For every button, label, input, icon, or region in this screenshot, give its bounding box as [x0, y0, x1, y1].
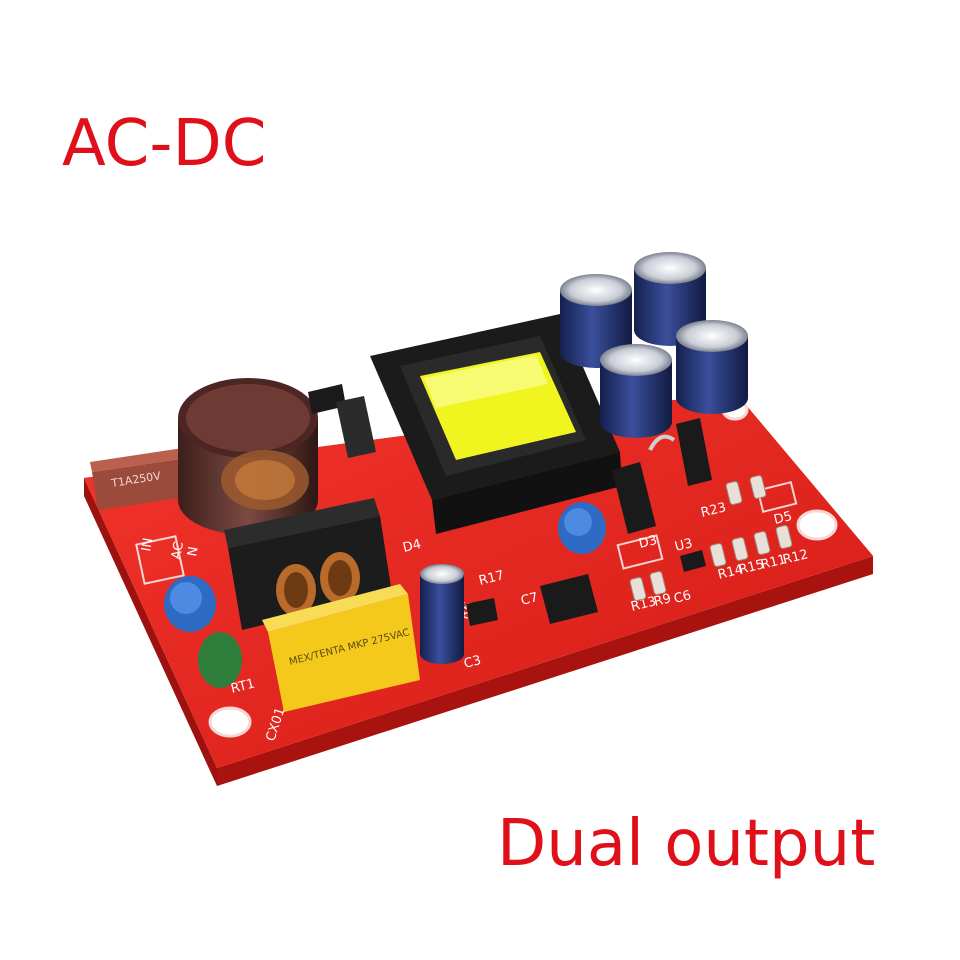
label-d4: D4: [401, 537, 422, 556]
x-capacitor: MEX/TENTA MKP 275VAC: [262, 584, 420, 712]
silkscreen-lines: [135, 481, 798, 585]
smd-resistors: [629, 475, 793, 601]
output-capacitors: [420, 252, 748, 664]
label-rt1: RT1: [229, 676, 256, 696]
label-in: IN: [139, 537, 156, 553]
label-r14: R14: [716, 562, 744, 583]
bulk-capacitor: [178, 378, 318, 535]
label-n: N: [185, 546, 201, 558]
pcb-side-left: [84, 478, 217, 786]
label-r12: R12: [781, 547, 809, 568]
label-c3: C3: [462, 653, 482, 672]
smd-components: [308, 384, 706, 626]
label-r23: R23: [699, 500, 727, 521]
label-r11: R11: [759, 552, 787, 573]
label-ac: AC: [169, 541, 187, 561]
label-d5: D5: [772, 509, 793, 528]
diodes: [612, 418, 712, 534]
label-r9: R9: [652, 591, 672, 610]
silk-labels: IN AC N RT1 CX01 C3 C7 R17 R13 R9 C6 R14…: [139, 500, 810, 743]
thermistor: [198, 632, 242, 688]
transformer: [370, 314, 622, 534]
label-c6: C6: [672, 588, 692, 607]
caption-dual-output: Dual output: [497, 807, 876, 881]
label-u3: U3: [673, 536, 694, 555]
caption-ac-dc: AC-DC: [62, 107, 267, 181]
y-capacitors: [164, 502, 606, 632]
label-r17: R17: [477, 568, 505, 589]
label-d3: D3: [637, 533, 658, 552]
label-r15: R15: [737, 557, 765, 578]
label-c7: C7: [519, 590, 539, 609]
fuse: T1A250V: [90, 446, 206, 510]
